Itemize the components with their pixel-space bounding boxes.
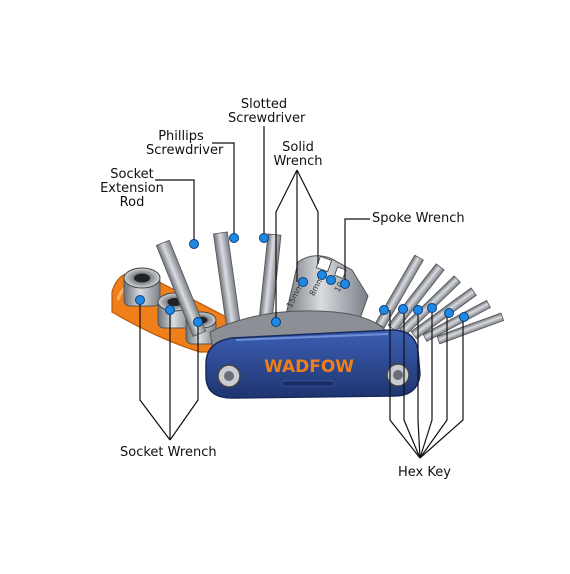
label-solid-line1: Solid xyxy=(282,140,314,155)
label-phillips-line2: Screwdriver xyxy=(146,143,224,158)
label-hex-key: Hex Key xyxy=(398,465,451,480)
label-phillips-line1: Phillips xyxy=(158,129,204,144)
brand-logo: WADFOW xyxy=(264,357,354,377)
dot-phillips xyxy=(229,233,239,243)
label-socket-ext-line2: Extension xyxy=(100,181,164,196)
label-socket-ext-line3: Rod xyxy=(119,195,145,210)
label-socket-wrench: Socket Wrench xyxy=(120,445,217,460)
callout-dots xyxy=(135,233,469,327)
dot-slotted xyxy=(259,233,269,243)
dot-hex-1 xyxy=(379,305,389,315)
dot-socket-1 xyxy=(135,295,145,305)
label-solid-line2: Wrench xyxy=(273,154,323,169)
label-slotted-line1: Slotted xyxy=(240,97,288,112)
label-slotted-screwdriver: Slotted Screwdriver xyxy=(228,97,306,126)
handle: WADFOW xyxy=(205,329,421,399)
dot-socket-2 xyxy=(165,305,175,315)
dot-socket-3 xyxy=(193,317,203,327)
callout-lines xyxy=(139,126,464,459)
label-socket-extension-rod: Socket Extension Rod xyxy=(100,168,164,210)
dot-solid-2 xyxy=(298,277,308,287)
socket-extension-rod-shape xyxy=(155,239,207,337)
dot-solid-3 xyxy=(317,270,327,280)
label-socket-ext-line1: Socket xyxy=(110,167,154,182)
dot-hex-6 xyxy=(459,312,469,322)
label-phillips-screwdriver: Phillips Screwdriver xyxy=(146,129,224,158)
dot-solid-1 xyxy=(271,317,281,327)
dot-spoke-2 xyxy=(326,275,336,285)
label-slotted-line2: Screwdriver xyxy=(228,111,306,126)
dot-spoke xyxy=(340,279,350,289)
dot-hex-2 xyxy=(398,304,408,314)
dot-hex-4 xyxy=(427,303,437,313)
dot-socket-extension xyxy=(189,239,199,249)
dot-hex-3 xyxy=(413,305,423,315)
label-solid-wrench: Solid Wrench xyxy=(270,141,326,169)
dot-hex-5 xyxy=(444,308,454,318)
label-spoke-wrench: Spoke Wrench xyxy=(372,211,465,226)
